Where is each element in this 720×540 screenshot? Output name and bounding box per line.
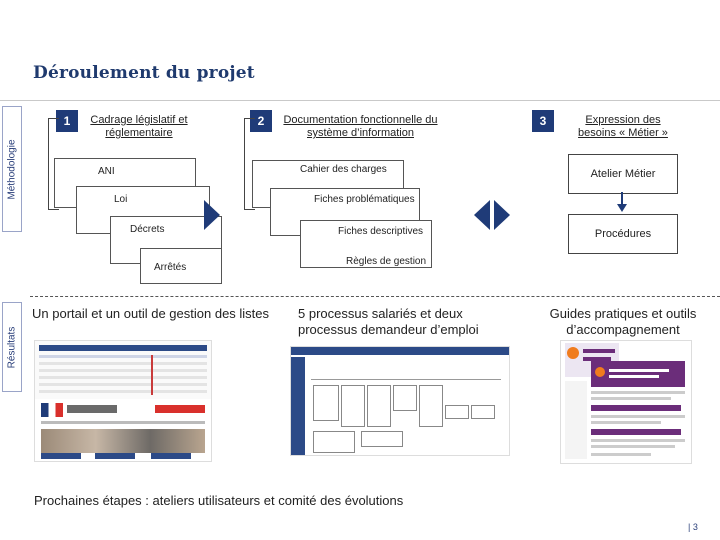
arrow-down-icon — [617, 192, 627, 212]
step-3-procedures-box: Procédures — [568, 214, 678, 254]
step-2-doc-descriptives — [300, 220, 432, 268]
step-2-item-cahier: Cahier des charges — [300, 164, 387, 175]
title-divider — [0, 100, 720, 101]
guides-thumbnail — [560, 340, 692, 464]
step-3-number: 3 — [532, 110, 554, 132]
step-1-item-loi: Loi — [114, 194, 128, 205]
methodology-tab-label: Méthodologie — [6, 138, 18, 200]
results-tab: Résultats — [2, 302, 22, 392]
arrow-right-icon — [204, 200, 220, 230]
step-3-heading: Expression des besoins « Métier » — [578, 114, 668, 139]
page-number: | 3 — [688, 522, 698, 532]
result-2-text: 5 processus salariés et deux processus d… — [298, 306, 479, 337]
step-1-heading: Cadrage législatif et réglementaire — [90, 114, 188, 139]
step-1-doc-arretes — [140, 248, 222, 284]
step-2-number: 2 — [250, 110, 272, 132]
step-2-item-regles: Règles de gestion — [346, 256, 427, 267]
step-2-bracket — [244, 118, 255, 210]
step-3-atelier-box: Atelier Métier — [568, 154, 678, 194]
step-2-heading: Documentation fonctionnelle du système d… — [283, 114, 438, 139]
step-1-item-decrets: Décrets — [130, 224, 165, 235]
step-1-number: 1 — [56, 110, 78, 132]
page-title: Déroulement du projet — [33, 63, 255, 83]
section-divider — [30, 296, 720, 297]
portal-screenshot-thumbnail — [34, 340, 212, 462]
step-1-item-arretes: Arrêtés — [154, 262, 187, 273]
results-tab-label: Résultats — [6, 326, 18, 368]
step-2-item-problematiques: Fiches problématiques — [314, 194, 415, 205]
process-diagram-thumbnail — [290, 346, 510, 456]
next-steps-text: Prochaines étapes : ateliers utilisateur… — [34, 493, 404, 508]
arrow-bidirectional-icon — [474, 200, 510, 230]
step-2-item-descriptives: Fiches descriptives — [338, 226, 424, 237]
step-1-bracket — [48, 118, 59, 210]
methodology-tab: Méthodologie — [2, 106, 22, 232]
step-1-item-ani: ANI — [98, 166, 115, 177]
result-1-text: Un portail et un outil de gestion des li… — [32, 306, 270, 321]
result-3-text: Guides pratiques et outils d’accompagnem… — [549, 306, 697, 337]
